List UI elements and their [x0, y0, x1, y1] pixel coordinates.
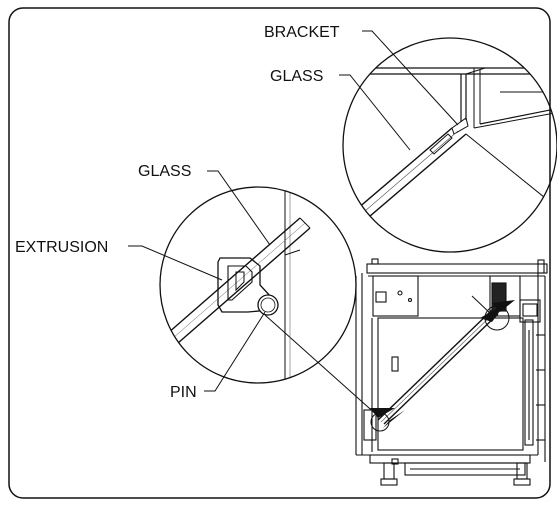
leader-glass-upper — [339, 74, 411, 151]
arrow-lower-right — [383, 410, 405, 428]
lower-detail-content — [160, 187, 311, 383]
leader-upper-detail — [471, 295, 492, 315]
label-glass-upper: GLASS — [270, 68, 323, 85]
label-extrusion: EXTRUSION — [15, 239, 108, 256]
leader-pin — [204, 311, 266, 392]
label-pin-group: PIN — [170, 311, 266, 401]
label-pin: PIN — [170, 384, 197, 401]
leader-glass-lower — [207, 170, 271, 246]
cabinet-assembly — [355, 258, 548, 486]
leader-extrusion — [128, 245, 223, 281]
leader-lower-detail — [264, 314, 379, 417]
upper-detail-content — [343, 67, 557, 241]
label-extrusion-group: EXTRUSION — [15, 239, 223, 281]
label-glass-upper-group: GLASS — [270, 68, 411, 151]
upper-zoom-circle — [342, 37, 557, 253]
label-glass-lower-group: GLASS — [138, 163, 271, 246]
diagram-frame — [8, 7, 551, 499]
arrow-upper-right — [492, 300, 515, 312]
lower-zoom-circle — [159, 186, 357, 384]
assembly-glass — [377, 309, 499, 425]
label-bracket: BRACKET — [264, 24, 340, 41]
label-glass-lower: GLASS — [138, 163, 191, 180]
arrow-lower-left — [370, 408, 395, 418]
label-bracket-group: BRACKET — [264, 24, 459, 126]
leader-bracket — [362, 30, 459, 126]
